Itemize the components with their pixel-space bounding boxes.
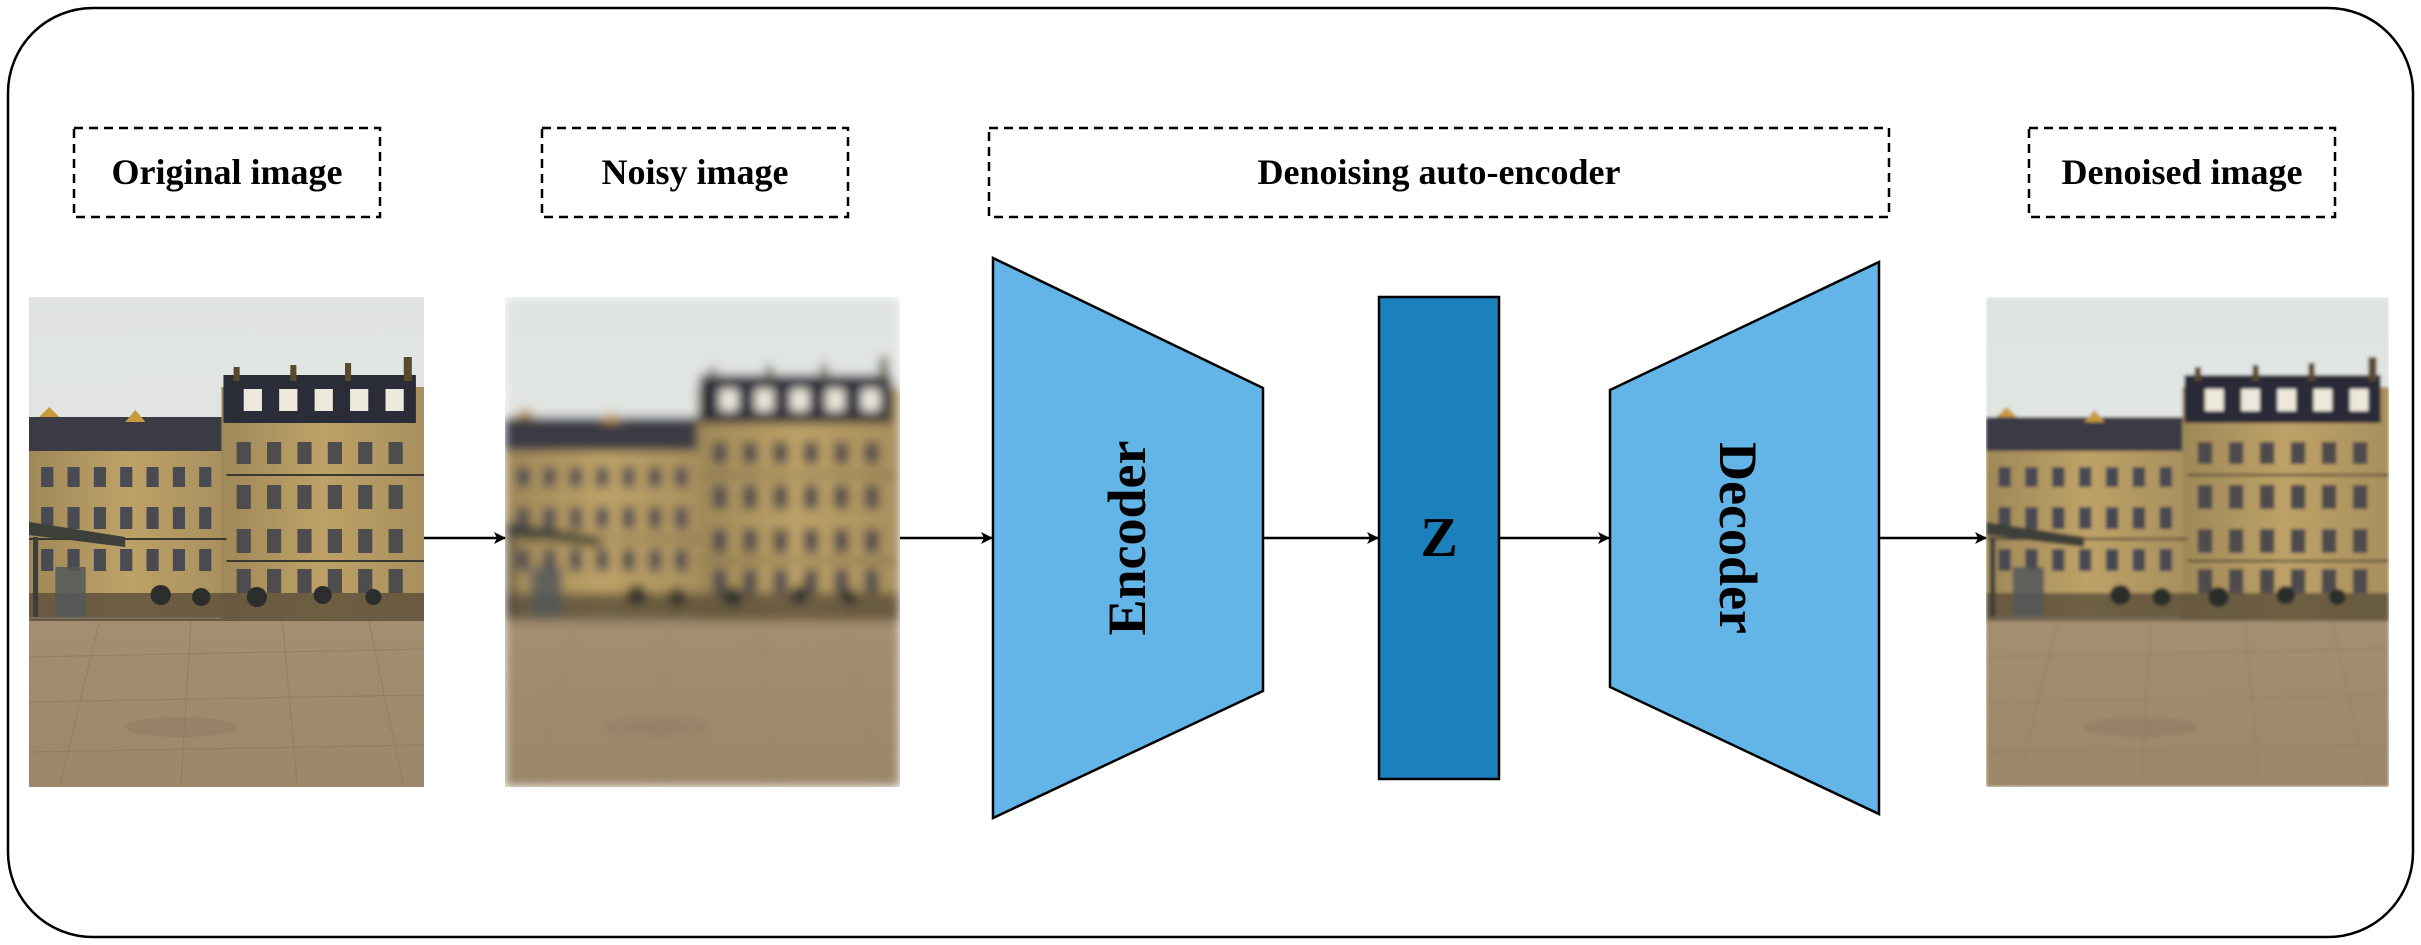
encoder-block: [991, 256, 1265, 820]
denoised-image-photo: [1986, 297, 2389, 787]
decoder-block: [1608, 260, 1881, 816]
label-box-denoised: [2027, 126, 2337, 219]
label-denoised-image: Denoised image: [2062, 152, 2303, 192]
original-image-photo: [29, 297, 424, 787]
encoder-label: Encoder: [1097, 441, 1157, 636]
label-noisy-image: Noisy image: [602, 152, 789, 192]
label-box-noisy: [540, 126, 850, 219]
decoder-label: Decoder: [1708, 442, 1768, 634]
label-original-image: Original image: [112, 152, 343, 192]
latent-z-label: Z: [1420, 507, 1457, 569]
label-denoising-auto-encoder: Denoising auto-encoder: [1258, 152, 1621, 192]
label-box-dae: [987, 126, 1891, 219]
label-box-original: [72, 126, 382, 219]
noisy-image-photo: [505, 297, 900, 787]
